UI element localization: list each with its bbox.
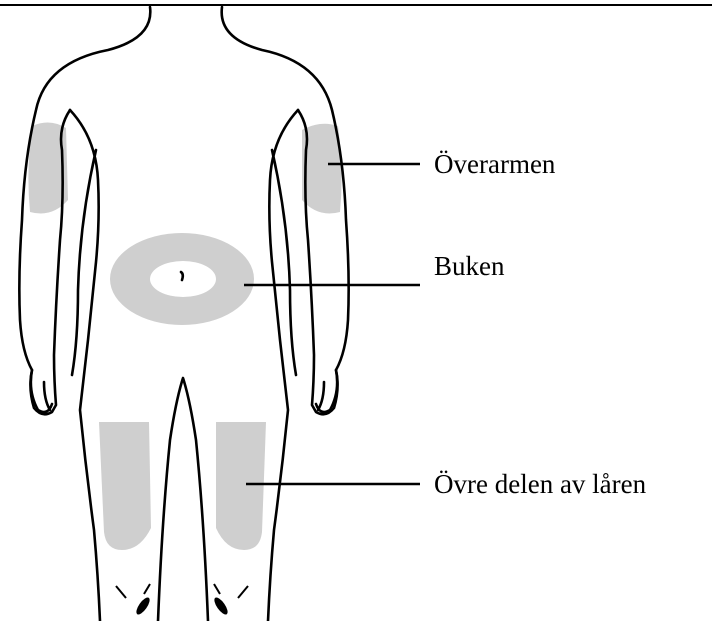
- abdomen-label: Buken: [434, 251, 505, 281]
- right-arm-inner: [272, 150, 296, 375]
- knee-markers: [116, 584, 248, 616]
- inner-leg-line: [158, 378, 208, 621]
- right-knee-line-2: [214, 584, 220, 594]
- right-thigh-zone: [216, 422, 266, 550]
- right-knee-mark: [212, 596, 230, 617]
- navel: [181, 272, 183, 280]
- thighs-label: Övre delen av låren: [434, 469, 647, 499]
- left-thigh-zone: [99, 422, 151, 550]
- left-knee-line-2: [144, 584, 150, 594]
- left-knee-line-1: [116, 586, 126, 598]
- right-knee-line-1: [238, 586, 248, 598]
- left-arm-inner: [72, 150, 96, 375]
- left-knee-mark: [134, 596, 152, 617]
- upper-arm-label: Överarmen: [434, 149, 556, 179]
